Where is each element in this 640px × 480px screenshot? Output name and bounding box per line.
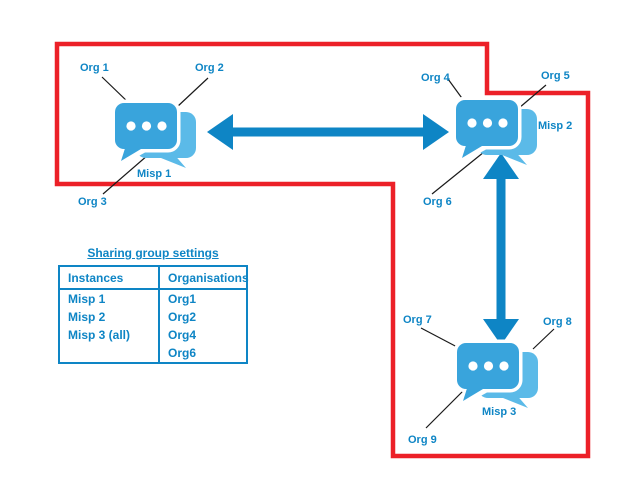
misp3-chat-icon — [456, 342, 538, 408]
table-row: Org6 — [59, 344, 247, 363]
org6-label: Org 6 — [423, 196, 452, 208]
connector-org8-misp3 — [532, 328, 555, 350]
cell-instance: Misp 1 — [59, 289, 160, 308]
cell-instance: Misp 2 — [59, 308, 160, 326]
table-row: Misp 1 Org1 — [59, 289, 247, 308]
sharing-zone-boundary — [54, 41, 591, 459]
sharing-group-table: Instances Organisations Misp 1 Org1 Misp… — [58, 265, 249, 364]
sync-arrow-misp1-misp2 — [207, 114, 449, 150]
misp2-label: Misp 2 — [538, 120, 573, 132]
sharing-group-panel: Sharing group settings Instances Organis… — [58, 246, 249, 364]
col-header-instances: Instances — [59, 266, 160, 290]
org8-label: Org 8 — [543, 316, 572, 328]
org7-label: Org 7 — [403, 314, 432, 326]
org2-label: Org 2 — [195, 62, 224, 74]
cell-organisation: Org1 — [168, 292, 197, 306]
sharing-group-title: Sharing group settings — [87, 246, 219, 260]
misp1-label: Misp 1 — [137, 168, 172, 180]
connector-org2-misp1 — [176, 77, 209, 108]
org3-label: Org 3 — [78, 196, 107, 208]
connector-org7-misp3 — [420, 327, 460, 349]
sync-arrow-misp2-misp3 — [483, 153, 519, 345]
misp3-label: Misp 3 — [482, 406, 517, 418]
cell-organisation: Org4 — [168, 328, 197, 342]
cell-instance: Misp 3 (all) — [59, 326, 160, 344]
connector-org5-misp2 — [518, 84, 547, 109]
org5-label: Org 5 — [541, 70, 570, 82]
org4-label: Org 4 — [421, 72, 450, 84]
cell-organisation: Org2 — [168, 310, 197, 324]
org1-label: Org 1 — [80, 62, 109, 74]
table-row: Misp 3 (all) Org4 — [59, 326, 247, 344]
connector-org3-misp1 — [102, 154, 149, 195]
table-header-row: Instances Organisations — [59, 266, 249, 290]
misp2-chat-icon — [455, 99, 537, 165]
cell-organisation: Org6 — [168, 346, 197, 360]
connector-org6-misp2 — [431, 151, 485, 195]
table-row: Misp 2 Org2 — [59, 308, 247, 326]
col-header-organisations: Organisations — [159, 266, 249, 290]
org9-label: Org 9 — [408, 434, 437, 446]
cell-instance — [59, 344, 160, 363]
misp1-chat-icon — [114, 102, 196, 168]
